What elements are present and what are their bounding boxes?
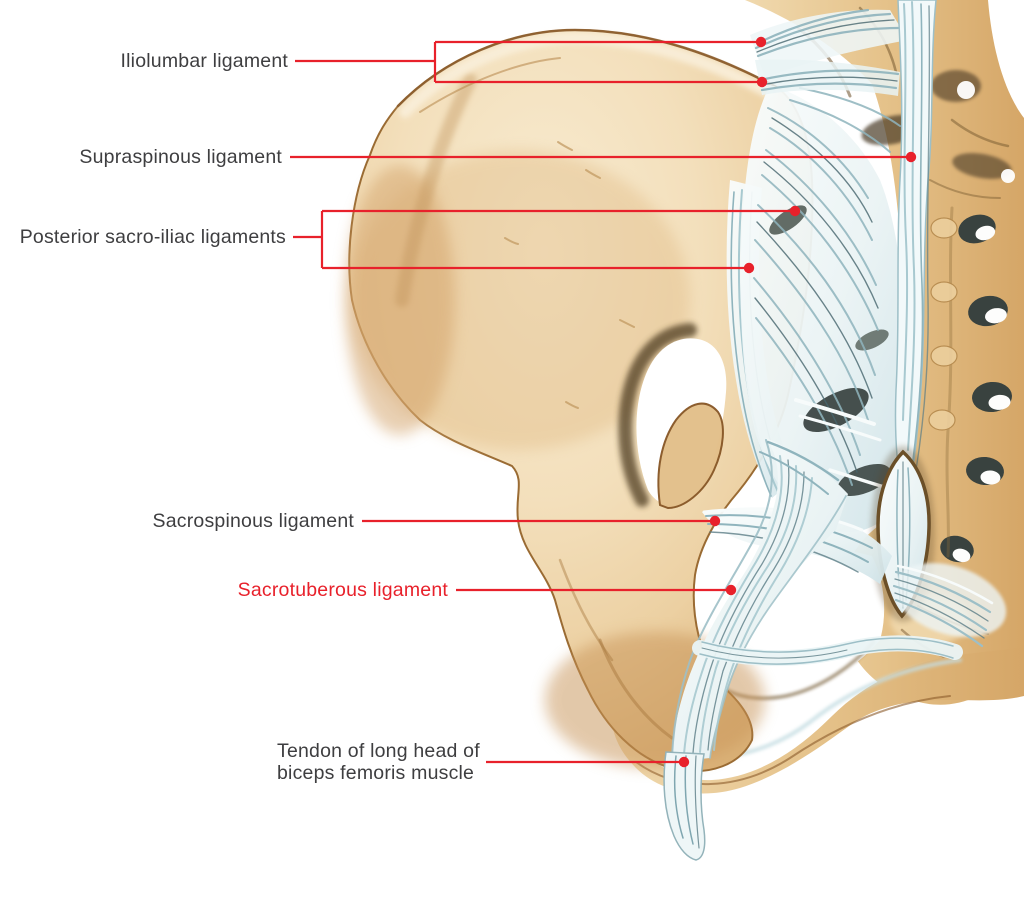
sacrotuberous-ligament-art — [671, 438, 963, 762]
posterior-sacroiliac-ligaments-art — [726, 85, 905, 533]
sacral-foramina — [928, 206, 1012, 563]
leader-iliolumbar-ligament — [295, 36, 768, 88]
biceps-femoris-tendon-art — [663, 751, 706, 861]
sacrococcygeal-ligaments-art — [892, 563, 1007, 648]
iliolumbar-ligament-art — [750, 8, 908, 96]
leader-tendon-long-head-biceps-femoris — [486, 756, 690, 768]
label-sacrotuberous-ligament: Sacrotuberous ligament — [237, 579, 448, 601]
label-tendon-long-head-biceps-femoris: Tendon of long head of biceps femoris mu… — [277, 740, 480, 784]
label-supraspinous-ligament: Supraspinous ligament — [79, 146, 282, 168]
leader-sacrotuberous-ligament — [456, 584, 737, 596]
label-iliolumbar-ligament: Iliolumbar ligament — [120, 50, 288, 72]
leader-sacrospinous-ligament — [362, 515, 721, 527]
label-posterior-sacro-iliac-ligaments: Posterior sacro-iliac ligaments — [19, 226, 286, 248]
greater-sciatic-notch — [618, 323, 727, 510]
leader-posterior-sacro-iliac-ligaments — [293, 205, 801, 274]
supraspinous-ligament-art — [894, 0, 937, 508]
sacrum-bone — [745, 0, 1024, 705]
leader-supraspinous-ligament — [290, 151, 917, 163]
label-sacrospinous-ligament: Sacrospinous ligament — [152, 510, 354, 532]
